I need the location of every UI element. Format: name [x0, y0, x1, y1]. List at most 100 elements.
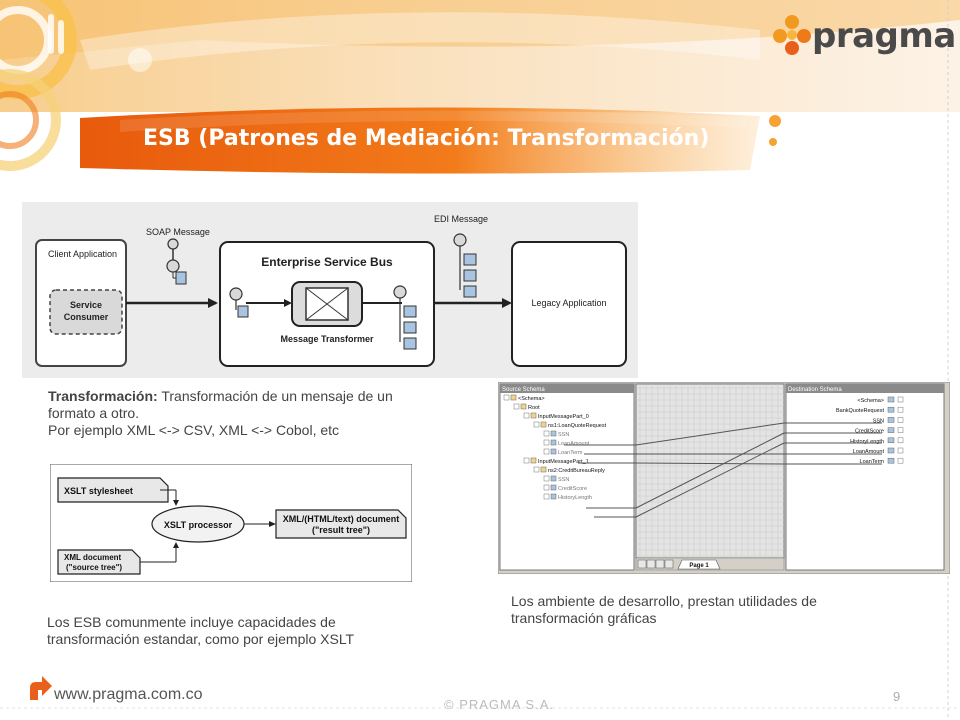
- client-application-label: Client Application: [48, 249, 117, 259]
- first-page-button[interactable]: [637, 559, 647, 569]
- destination-tree-item: <Schema>: [857, 398, 884, 404]
- service-consumer-label-1: Service: [70, 300, 102, 310]
- transformation-description: Transformación: Transformación de un men…: [48, 388, 428, 439]
- tree-node-icon: [550, 484, 557, 491]
- esb-xslt-caption: Los ESB comunmente incluye capacidades d…: [47, 614, 355, 647]
- tree-expander-icon: [513, 403, 520, 410]
- page-1-tab: [677, 559, 721, 570]
- source-schema-pane: [499, 383, 635, 571]
- tree-node-icon: [887, 427, 895, 433]
- soap-message-circle-icon: [167, 238, 179, 250]
- legacy-application-box: [511, 241, 627, 367]
- destination-tree-item: LoanAmount: [853, 449, 885, 455]
- slide-title: ESB (Patrones de Mediación: Transformaci…: [143, 126, 710, 151]
- source-tree-box: [57, 549, 141, 575]
- tree-node-icon: [550, 493, 557, 500]
- result-tree-label-2: ("result tree"): [312, 525, 370, 535]
- tree-node-icon: [530, 412, 537, 419]
- tree-expander-icon: [543, 439, 550, 446]
- xslt-processor-label: XSLT processor: [164, 520, 233, 530]
- tree-node-icon: [550, 439, 557, 446]
- brand-logo-text: pragma: [812, 16, 956, 56]
- tree-node-icon: [887, 447, 895, 454]
- destination-tree-item: BankQuoteRequest: [836, 408, 884, 414]
- tree-node-icon: [887, 406, 895, 413]
- tree-expander-icon: [503, 394, 510, 401]
- xslt-stylesheet-label: XSLT stylesheet: [64, 486, 133, 496]
- message-transformer-label: Message Transformer: [280, 334, 374, 344]
- tree-expander-icon: [897, 457, 904, 464]
- prev-page-button[interactable]: [646, 559, 656, 569]
- tree-expander-icon: [523, 412, 530, 419]
- source-tree-item: CreditScore: [558, 486, 587, 492]
- tree-node-icon: [540, 421, 547, 428]
- tree-expander-icon: [543, 484, 550, 491]
- mapping-links: [564, 422, 882, 518]
- destination-schema-title: Destination Schema: [788, 387, 842, 393]
- tree-expander-icon: [523, 457, 530, 464]
- source-tree-item: ns1:LoanQuoteRequest: [548, 423, 607, 429]
- tree-node-icon: [530, 457, 537, 464]
- tree-expander-icon: [897, 406, 904, 413]
- source-tree-label-2: ("source tree"): [66, 563, 122, 572]
- tree-expander-icon: [533, 421, 540, 428]
- tree-expander-icon: [897, 396, 904, 403]
- esb-label: Enterprise Service Bus: [261, 255, 393, 269]
- xslt-diagram: XSLT stylesheet XSLT processor XML/(HTML…: [50, 464, 412, 582]
- tree-expander-icon: [897, 427, 904, 433]
- source-tree-item: Root: [528, 405, 540, 411]
- tree-node-icon: [550, 475, 557, 482]
- tree-node-icon: [520, 403, 527, 410]
- source-tree-item: ns2:CreditBureauReply: [548, 468, 605, 474]
- destination-tree-item: CreditScore: [855, 429, 884, 435]
- pragma-logo-icon: [773, 15, 811, 55]
- result-tree-label-1: XML/(HTML/text) document: [283, 514, 400, 524]
- footer-copyright: © PRAGMA S.A.: [444, 697, 554, 712]
- tree-expander-icon: [533, 466, 540, 473]
- service-consumer-box: [49, 289, 123, 335]
- tree-node-icon: [887, 417, 895, 423]
- tree-node-icon: [887, 396, 895, 403]
- edi-message-circle-icon: [453, 233, 467, 247]
- tree-expander-icon: [543, 475, 550, 482]
- page-1-tab-label: Page 1: [689, 563, 709, 569]
- destination-schema-pane: [785, 383, 945, 571]
- tree-node-icon: [510, 394, 517, 401]
- source-tree-item: LoanAmount: [558, 441, 590, 447]
- tree-node-icon: [550, 430, 557, 437]
- soap-message-label: SOAP Message: [146, 227, 210, 237]
- destination-tree-item: LoanTerm: [860, 459, 885, 465]
- tree-node-icon: [887, 437, 895, 444]
- tree-node-icon: [887, 457, 895, 464]
- result-tree-box: [275, 509, 407, 539]
- tree-expander-icon: [897, 447, 904, 454]
- tree-node-icon: [540, 466, 547, 473]
- source-tree-label-1: XML document: [64, 553, 122, 562]
- xslt-stylesheet-box: [57, 477, 169, 503]
- tree-expander-icon: [897, 417, 904, 423]
- source-tree-item: <Schema>: [518, 396, 545, 402]
- source-tree-item: SSN: [558, 477, 569, 483]
- tree-node-icon: [550, 448, 557, 455]
- tree-expander-icon: [897, 437, 904, 444]
- tree-expander-icon: [543, 448, 550, 455]
- next-page-button[interactable]: [655, 559, 665, 569]
- footer-url-link[interactable]: www.pragma.com.co: [54, 686, 203, 703]
- tree-expander-icon: [543, 430, 550, 437]
- schema-mapper-screenshot: Source Schema <Schema>RootInputMessagePa…: [498, 382, 950, 574]
- ide-tools-caption: Los ambiente de desarrollo, prestan util…: [511, 593, 817, 626]
- source-tree-item: SSN: [558, 432, 569, 438]
- edi-message-label: EDI Message: [434, 214, 488, 224]
- destination-tree-item: HistoryLength: [850, 439, 884, 445]
- last-page-button[interactable]: [664, 559, 674, 569]
- source-tree-item: LoanTerm: [558, 450, 583, 456]
- destination-tree-item: SSN: [873, 418, 884, 424]
- esb-diagram: Client Application Service Consumer SOAP…: [22, 202, 638, 378]
- transformation-definition: Transformación de un mensaje de un forma…: [48, 388, 393, 421]
- transformation-label: Transformación:: [48, 388, 158, 404]
- source-schema-title: Source Schema: [502, 387, 545, 393]
- source-tree: <Schema>RootInputMessagePart_0ns1:LoanQu…: [503, 394, 607, 501]
- tree-expander-icon: [543, 493, 550, 500]
